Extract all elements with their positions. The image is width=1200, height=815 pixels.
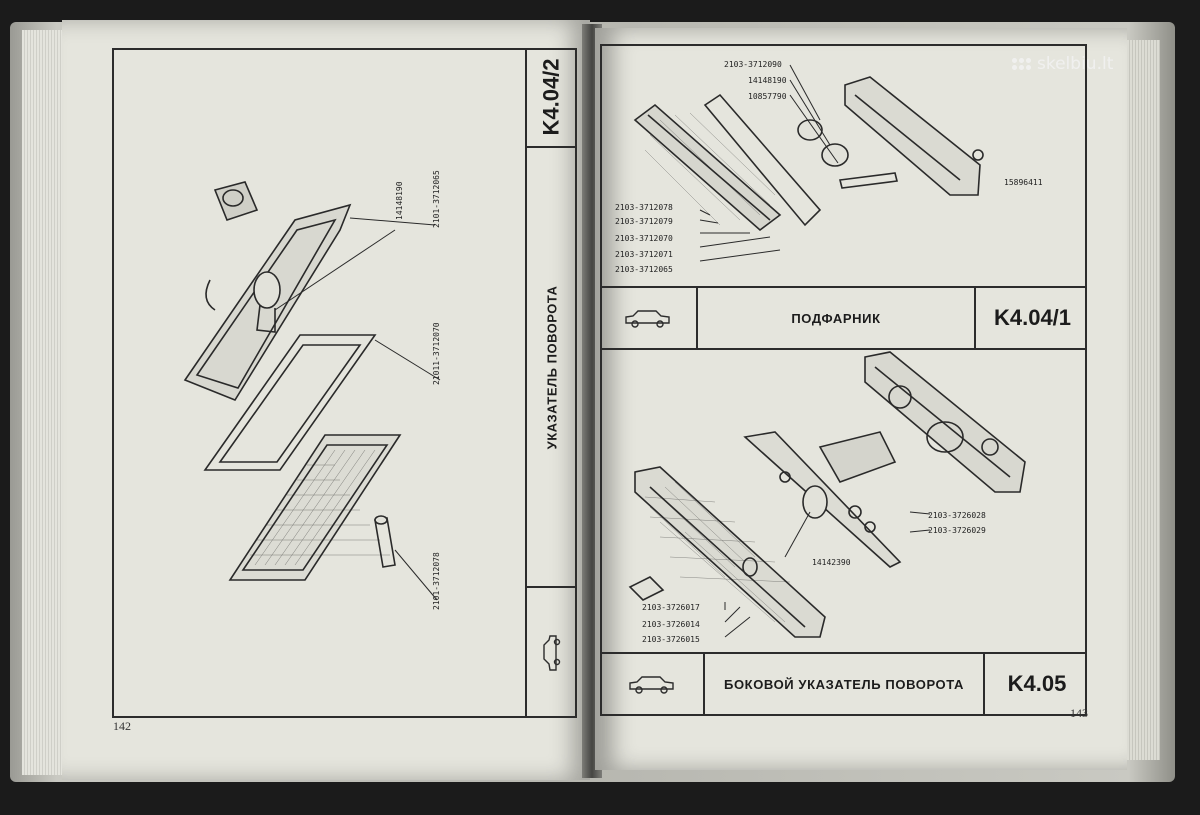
part-label: 10857790 [748,92,787,101]
left-car-icon-box [527,588,577,718]
car-icon [543,635,561,671]
part-label: 2101-3712065 [432,170,441,228]
side-light-code: K4.04/1 [993,305,1072,330]
part-label: 2103-3712070 [615,234,673,243]
left-page-number: 142 [113,719,131,733]
car-icon-box [600,288,698,348]
part-label: 2103-3726017 [642,603,700,612]
part-label: 14148190 [748,76,787,85]
turn-signal-exploded-drawing [183,181,441,601]
left-page [62,20,590,780]
part-label: 2103-3712065 [615,265,673,274]
side-indicator-code: K4.05 [1007,671,1067,696]
left-section-code: K4.04/2 [539,58,564,136]
part-label: 2103-3726029 [928,526,986,535]
part-label: 14142390 [812,558,851,567]
side-indicator-title-bar: БОКОВОЙ УКАЗАТЕЛЬ ПОВОРОТА K4.05 [600,652,1087,716]
side-light-exploded-drawing [633,64,984,262]
part-label: 2101-3712078 [432,552,441,610]
car-icon-box [600,654,705,714]
part-label: 15896411 [1004,178,1043,187]
car-icon [628,676,674,694]
side-indicator-exploded-drawing [628,351,1026,638]
part-label: 2103-3726015 [642,635,700,644]
part-label: 2103-3726014 [642,620,700,629]
left-section-code-box: K4.04/2 [527,48,577,148]
car-icon [625,310,670,328]
watermark-text: skelbiu.lt [1037,54,1114,74]
part-label: 2103-3726028 [928,511,986,520]
side-light-title-bar: ПОДФАРНИК K4.04/1 [600,286,1087,350]
part-label: 2103-3712078 [615,203,673,212]
side-indicator-title: БОКОВОЙ УКАЗАТЕЛЬ ПОВОРОТА [705,654,985,714]
part-label: 2103-3712090 [724,60,782,69]
left-section-title: УКАЗАТЕЛЬ ПОВОРОТА [544,285,560,449]
left-section-title-box: УКАЗАТЕЛЬ ПОВОРОТА [527,148,577,588]
left-page-frame [112,48,577,718]
watermark-logo-icon [1012,58,1031,70]
part-label: 21011-3712070 [432,322,441,385]
side-light-title: ПОДФАРНИК [698,288,976,348]
left-title-column: K4.04/2 УКАЗАТЕЛЬ ПОВОРОТА [525,48,577,718]
part-label: 14148190 [395,181,404,220]
part-label: 2103-3712079 [615,217,673,226]
part-label: 2103-3712071 [615,250,673,259]
right-page-number: 143 [1070,706,1088,720]
site-watermark: skelbiu.lt [1012,54,1113,74]
